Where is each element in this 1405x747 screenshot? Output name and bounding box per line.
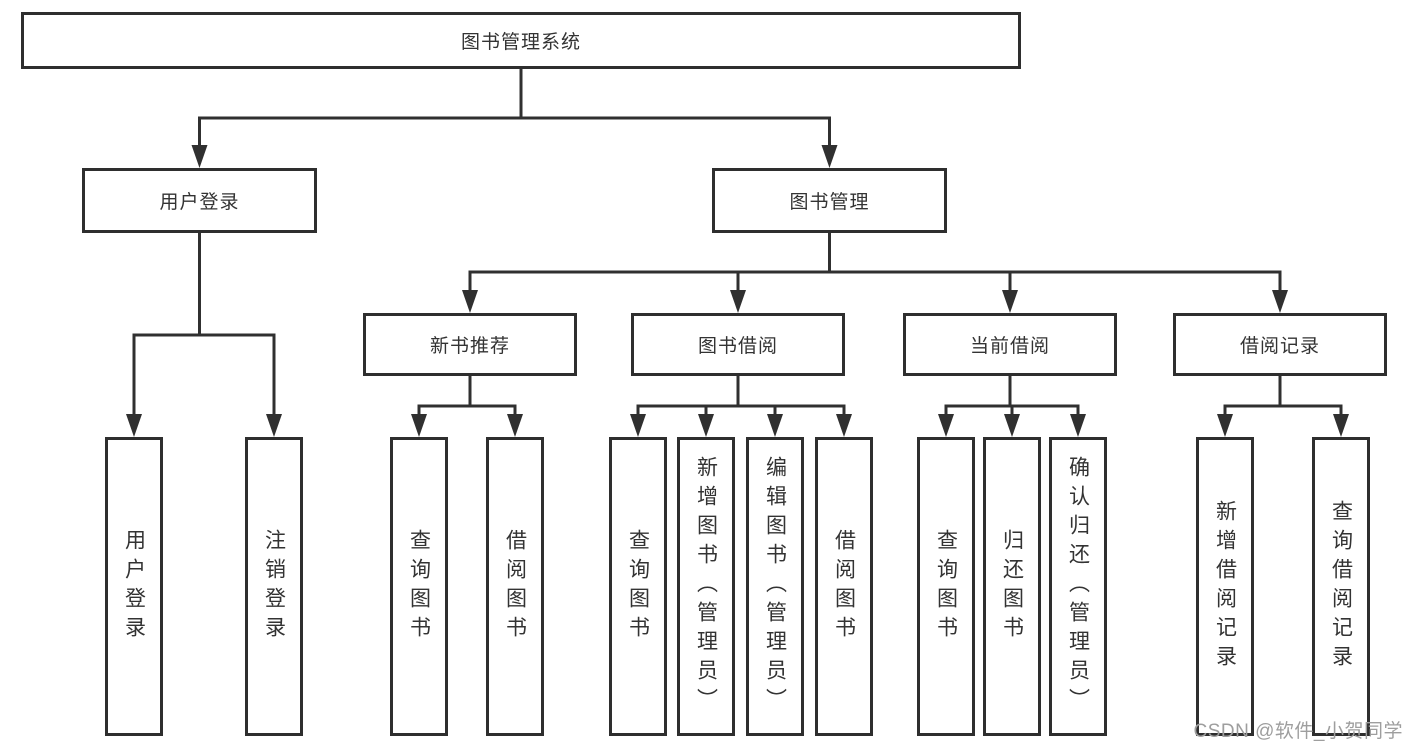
node-book-management-label: 图书管理 bbox=[789, 192, 870, 213]
node-user-login-label: 用户登录 bbox=[159, 192, 240, 213]
leaf-edit-book-admin-label: 编辑图书（管理员） bbox=[763, 456, 787, 717]
leaf-new-borrow-record: 新增借阅记录 bbox=[1196, 437, 1254, 736]
arrowhead-down-icon bbox=[1004, 414, 1020, 437]
node-book-management: 图书管理 bbox=[712, 168, 947, 233]
leaf-current-query-books: 查询图书 bbox=[917, 437, 975, 736]
leaf-logout-label: 注销登录 bbox=[262, 528, 286, 645]
node-root: 图书管理系统 bbox=[21, 12, 1021, 69]
arrowhead-down-icon bbox=[1002, 290, 1018, 313]
node-root-label: 图书管理系统 bbox=[460, 32, 581, 53]
leaf-borrowing-borrow-books-label: 借阅图书 bbox=[832, 528, 856, 645]
node-borrowing-records: 借阅记录 bbox=[1173, 313, 1387, 376]
leaf-recommend-query-books: 查询图书 bbox=[390, 437, 448, 736]
node-current-borrowing: 当前借阅 bbox=[903, 313, 1117, 376]
node-book-borrowing-label: 图书借阅 bbox=[697, 336, 778, 357]
node-current-borrowing-label: 当前借阅 bbox=[969, 336, 1050, 357]
leaf-current-query-books-label: 查询图书 bbox=[934, 528, 958, 645]
leaf-user-login: 用户登录 bbox=[105, 437, 163, 736]
leaf-borrowing-query-books: 查询图书 bbox=[609, 437, 667, 736]
leaf-borrowing-query-books-label: 查询图书 bbox=[626, 528, 650, 645]
arrowhead-down-icon bbox=[698, 414, 714, 437]
arrowhead-down-icon bbox=[1272, 290, 1288, 313]
arrowhead-down-icon bbox=[1333, 414, 1349, 437]
arrowhead-down-icon bbox=[938, 414, 954, 437]
arrowhead-down-icon bbox=[462, 290, 478, 313]
arrowhead-down-icon bbox=[821, 145, 838, 168]
node-user-login: 用户登录 bbox=[82, 168, 317, 233]
node-book-borrowing: 图书借阅 bbox=[631, 313, 845, 376]
leaf-recommend-borrow-books-label: 借阅图书 bbox=[503, 528, 527, 645]
leaf-add-book-admin: 新增图书（管理员） bbox=[677, 437, 735, 736]
leaf-return-books-label: 归还图书 bbox=[1000, 528, 1024, 645]
arrowhead-down-icon bbox=[730, 290, 746, 313]
leaf-new-borrow-record-label: 新增借阅记录 bbox=[1213, 499, 1237, 674]
leaf-recommend-borrow-books: 借阅图书 bbox=[486, 437, 544, 736]
arrowhead-down-icon bbox=[1070, 414, 1086, 437]
node-borrowing-records-label: 借阅记录 bbox=[1239, 336, 1320, 357]
arrowhead-down-icon bbox=[191, 145, 208, 168]
node-new-book-recommendation: 新书推荐 bbox=[363, 313, 577, 376]
leaf-return-books: 归还图书 bbox=[983, 437, 1041, 736]
leaf-query-borrow-record: 查询借阅记录 bbox=[1312, 437, 1370, 736]
arrowhead-down-icon bbox=[507, 414, 523, 437]
arrowhead-down-icon bbox=[836, 414, 852, 437]
leaf-confirm-return-admin-label: 确认归还（管理员） bbox=[1066, 456, 1090, 717]
arrowhead-down-icon bbox=[630, 414, 646, 437]
leaf-recommend-query-books-label: 查询图书 bbox=[407, 528, 431, 645]
node-new-book-recommendation-label: 新书推荐 bbox=[429, 336, 510, 357]
leaf-confirm-return-admin: 确认归还（管理员） bbox=[1049, 437, 1107, 736]
arrowhead-down-icon bbox=[411, 414, 427, 437]
leaf-logout: 注销登录 bbox=[245, 437, 303, 736]
leaf-add-book-admin-label: 新增图书（管理员） bbox=[694, 456, 718, 717]
arrowhead-down-icon bbox=[266, 414, 282, 437]
arrowhead-down-icon bbox=[767, 414, 783, 437]
leaf-user-login-label: 用户登录 bbox=[122, 528, 146, 645]
leaf-query-borrow-record-label: 查询借阅记录 bbox=[1329, 499, 1353, 674]
watermark: CSDN @软件_小贺同学 bbox=[1193, 721, 1403, 742]
arrowhead-down-icon bbox=[1217, 414, 1233, 437]
leaf-borrowing-borrow-books: 借阅图书 bbox=[815, 437, 873, 736]
leaf-edit-book-admin: 编辑图书（管理员） bbox=[746, 437, 804, 736]
arrowhead-down-icon bbox=[126, 414, 142, 437]
